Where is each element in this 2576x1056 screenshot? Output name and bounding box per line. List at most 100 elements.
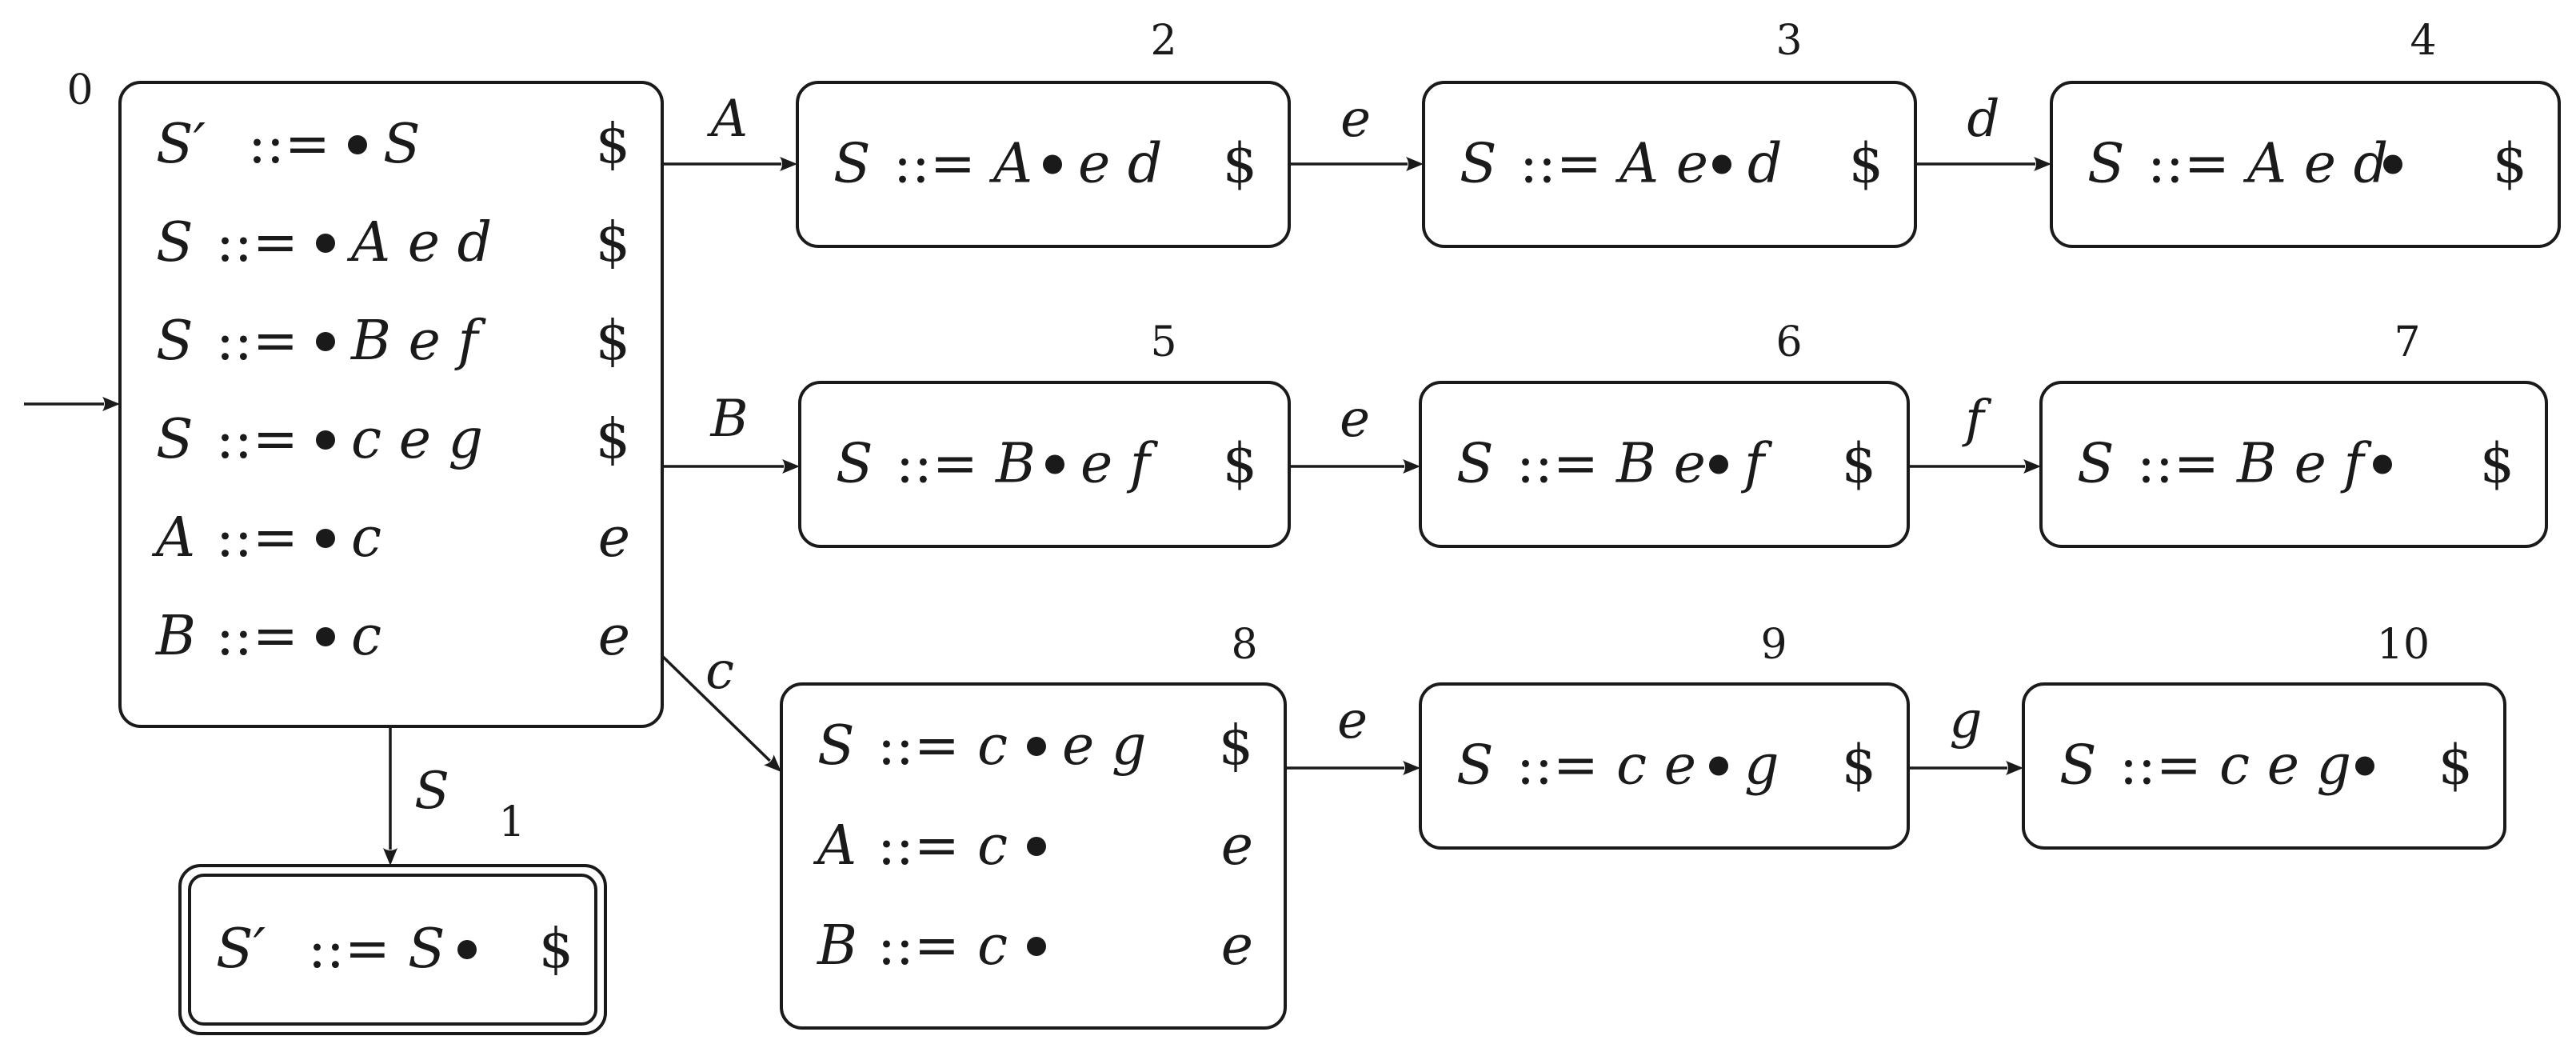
item-dot-marker	[1027, 837, 1046, 856]
lr-item: S::=A e d $	[2087, 133, 2527, 196]
transition-9-10-arrowhead	[2006, 761, 2023, 775]
item-before-dot: c	[977, 714, 1008, 778]
lr-item: S::=A e d$	[156, 211, 630, 274]
transition-5-6-arrowhead	[1403, 459, 1420, 474]
item-dot-marker	[316, 529, 335, 548]
item-lookahead: $	[539, 918, 573, 981]
item-lookahead: e	[1221, 914, 1253, 978]
item-after-dot: g	[1744, 734, 1779, 798]
item-before-dot: c	[977, 914, 1008, 978]
transition-label-9-10: g	[1950, 691, 1983, 750]
item-lhs: S	[156, 211, 194, 274]
item-derives-symbol: ::=	[1520, 133, 1602, 196]
item-before-dot: c	[977, 814, 1008, 878]
transition-2-3-arrowhead	[1406, 157, 1424, 171]
item-lhs: S	[817, 714, 855, 778]
item-after-dot: B e f	[349, 310, 486, 373]
item-derives-symbol: ::=	[877, 714, 960, 778]
state-8-number: 8	[1231, 621, 1257, 669]
state-7: 7S::=B e f$	[2039, 318, 2548, 548]
item-dot-marker	[316, 430, 335, 450]
state-7-number: 7	[2394, 318, 2420, 366]
item-derives-symbol: ::=	[216, 408, 298, 471]
transition-label-0-8: c	[705, 642, 734, 701]
lr-item: S::=B e f$	[156, 310, 630, 373]
item-lookahead: $	[2438, 734, 2473, 798]
item-derives-symbol: ::=	[216, 211, 298, 274]
item-lookahead: $	[596, 408, 630, 471]
item-after-dot: e f	[1080, 433, 1159, 496]
state-4: 4S::=A e d $	[2050, 17, 2561, 248]
item-dot-marker	[1709, 454, 1728, 474]
transition-3-4-arrowhead	[2034, 157, 2051, 171]
lr-item: S::= c e g $	[156, 408, 630, 471]
transition-0-8-arrowhead	[763, 754, 781, 772]
item-lookahead: $	[2480, 433, 2514, 496]
item-before-dot: A e d	[2243, 133, 2388, 196]
item-derives-symbol: ::=	[308, 918, 390, 981]
transition-0-1-arrowhead	[383, 848, 397, 866]
transition-0-1: S	[383, 726, 449, 866]
item-derives-symbol: ::=	[248, 113, 330, 176]
item-before-dot: A	[988, 133, 1032, 196]
state-10: 10S::=c e g$	[2022, 621, 2506, 850]
item-dot-marker	[2383, 154, 2402, 174]
item-derives-symbol: ::=	[1516, 433, 1599, 496]
item-after-dot: c e g	[351, 408, 483, 471]
item-lookahead: $	[596, 113, 630, 176]
state-1-accept-ring	[188, 874, 597, 1026]
lr-item: S::=B e f$	[2077, 433, 2514, 496]
start-arrow-arrowhead	[102, 397, 120, 411]
item-lookahead: $	[1223, 133, 1257, 196]
item-derives-symbol: ::=	[216, 605, 298, 668]
transition-0-8: c	[661, 642, 781, 772]
item-dot-marker	[2373, 454, 2392, 474]
state-0: 0S′::=S$S::=A e d$S::=B e f$S::=c e g$A:…	[66, 66, 664, 728]
item-dot-marker	[1045, 454, 1064, 474]
transition-0-5: B	[662, 390, 800, 474]
item-derives-symbol: ::=	[2147, 133, 2230, 196]
item-derives-symbol: ::=	[877, 914, 960, 978]
item-after-dot: S	[383, 113, 421, 176]
transition-3-4: d	[1915, 90, 2051, 171]
item-derives-symbol: ::=	[877, 814, 960, 878]
item-lookahead: $	[1223, 433, 1257, 496]
transition-5-6: e	[1289, 390, 1420, 474]
state-5-number: 5	[1150, 318, 1176, 366]
state-7-box	[2039, 381, 2548, 548]
state-6-number: 6	[1775, 318, 1802, 366]
lr-item: S′::=S$	[156, 113, 630, 176]
item-dot-marker	[316, 627, 335, 646]
item-before-dot: A e	[1615, 133, 1708, 196]
state-10-number: 10	[2377, 621, 2430, 669]
item-dot-marker	[1027, 937, 1046, 956]
item-lhs: B	[154, 605, 196, 668]
transition-0-2: A	[662, 90, 797, 171]
item-lookahead: e	[598, 506, 630, 570]
item-lhs: S′	[216, 918, 266, 981]
transition-label-2-3: e	[1340, 90, 1371, 149]
item-lhs: S	[2087, 133, 2125, 196]
item-lookahead: $	[2493, 133, 2527, 196]
item-after-dot: A e d	[346, 211, 492, 274]
state-4-number: 4	[2410, 17, 2436, 65]
item-dot-marker	[457, 940, 477, 959]
state-9-number: 9	[1760, 621, 1787, 669]
item-lhs: S	[156, 408, 194, 471]
item-after-dot: e g	[1062, 714, 1146, 778]
item-after-dot: d	[1747, 133, 1783, 196]
item-dot-marker	[1043, 154, 1062, 174]
transition-2-3: e	[1289, 90, 1424, 171]
item-after-dot: c	[351, 506, 381, 570]
state-1-number: 1	[498, 798, 525, 846]
state-4-box	[2050, 81, 2561, 248]
transition-9-10: g	[1908, 691, 2023, 775]
item-lhs: S	[2059, 734, 2097, 798]
